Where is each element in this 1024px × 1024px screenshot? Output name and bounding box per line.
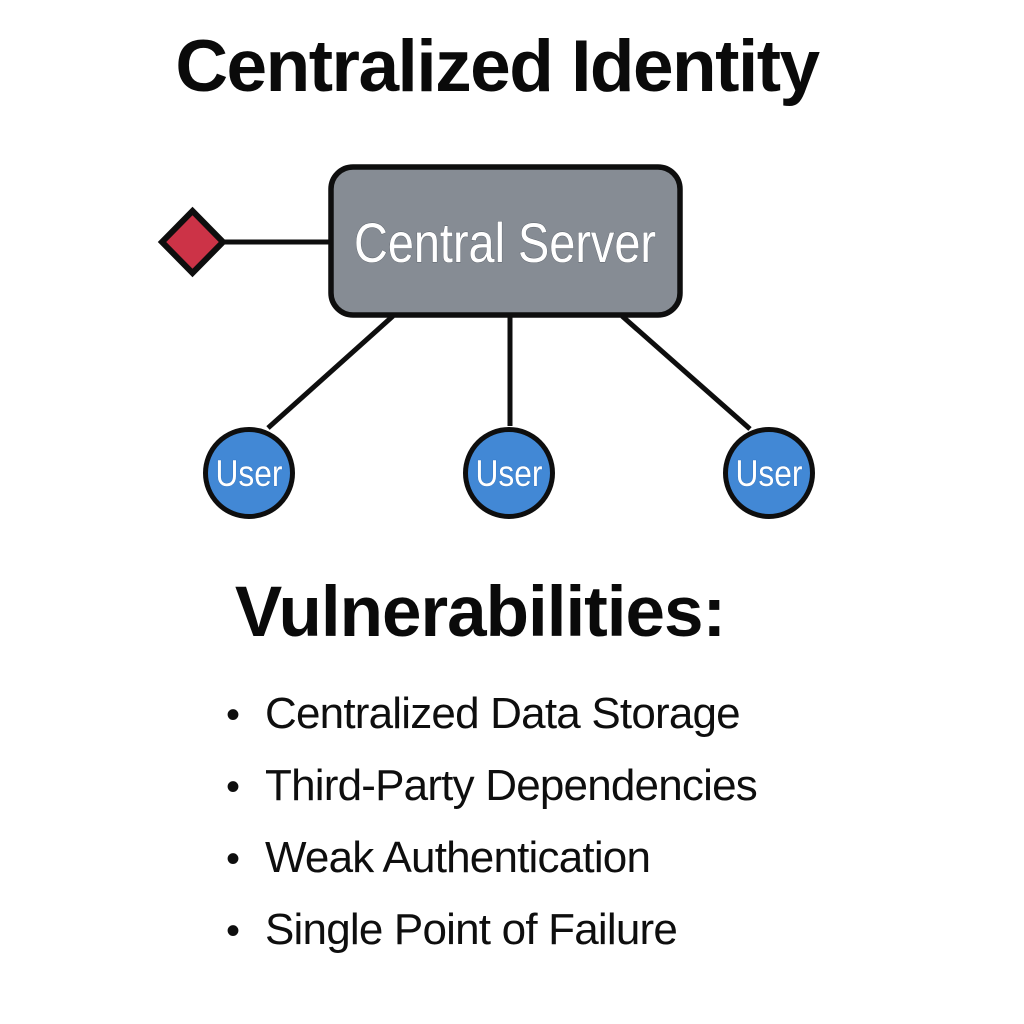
user-label: User bbox=[736, 453, 803, 494]
list-item: • Weak Authentication bbox=[222, 836, 757, 880]
server-user-link-line bbox=[266, 314, 395, 430]
list-item-text: Single Point of Failure bbox=[265, 905, 678, 954]
central-server-label: Central Server bbox=[354, 211, 656, 274]
list-item-text: Weak Authentication bbox=[265, 833, 651, 882]
list-item-text: Centralized Data Storage bbox=[265, 689, 741, 738]
page-title: Centralized Identity bbox=[175, 26, 820, 107]
user-node bbox=[203, 427, 295, 519]
centralized-identity-diagram: Central Server User User User bbox=[157, 164, 815, 519]
vulnerabilities-list: • Centralized Data Storage • Third-Party… bbox=[222, 692, 758, 980]
user-label: User bbox=[216, 453, 283, 494]
vulnerabilities-heading: Vulnerabilities: bbox=[234, 573, 726, 652]
user-label: User bbox=[476, 453, 543, 494]
server-user-link-line bbox=[620, 314, 752, 431]
list-item: • Single Point of Failure bbox=[222, 908, 757, 952]
user-node bbox=[463, 427, 555, 519]
list-item: • Centralized Data Storage bbox=[222, 692, 757, 736]
central-server-node bbox=[328, 164, 683, 318]
list-item-text: Third-Party Dependencies bbox=[265, 761, 758, 810]
list-item: • Third-Party Dependencies bbox=[222, 761, 758, 810]
bullet-icon: • bbox=[226, 765, 241, 809]
identity-provider-diamond-icon bbox=[157, 206, 228, 278]
bullet-icon: • bbox=[226, 909, 241, 953]
bullet-icon: • bbox=[226, 693, 241, 737]
user-node bbox=[723, 427, 815, 519]
bullet-icon: • bbox=[226, 837, 241, 881]
